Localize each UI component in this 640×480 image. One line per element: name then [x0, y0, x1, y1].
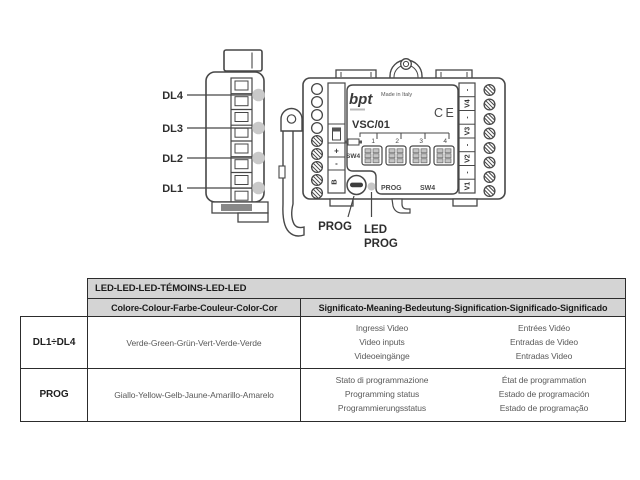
prog-led — [367, 182, 376, 191]
meaning-line: Programmierungsstatus — [337, 402, 427, 413]
terminal-minus-label: - — [335, 159, 338, 168]
meaning-line: Entrées Vidéo — [518, 323, 570, 334]
left-terminal-strip: + - B — [327, 82, 346, 194]
prog-led-callout-line2: PROG — [364, 238, 398, 250]
meaning-line: Entradas Video — [515, 350, 573, 361]
meaning-col-left: Stato di programmazione Programming stat… — [301, 374, 463, 415]
dl3-label: DL3 — [162, 123, 183, 135]
row-dl1-dl4-meaning: Ingressi Video Video inputs Videoeingäng… — [300, 316, 626, 370]
ce-mark: CE — [434, 106, 456, 120]
device-diagram: DL4 DL3 DL2 DL1 — [162, 49, 506, 250]
meaning-line: Video inputs — [359, 336, 405, 347]
prog-silk-label: PROG — [381, 185, 402, 192]
terminal-v1-label: V1 — [465, 182, 472, 191]
terminal-label: - — [465, 143, 472, 146]
terminal-v4-label: V4 — [465, 99, 472, 108]
bpt-logo: bpt — [349, 91, 373, 108]
col-header-color: Colore-Colour-Farbe-Couleur-Color-Cor — [87, 297, 302, 318]
terminal-v3-label: V3 — [465, 127, 472, 136]
terminal-label: - — [465, 88, 472, 91]
made-in-italy-label: Made in Italy — [381, 92, 412, 98]
face-panel — [346, 84, 459, 195]
led-callouts: DL4 DL3 DL2 DL1 — [162, 90, 252, 195]
connector-number-4: 4 — [443, 138, 447, 145]
dl4-label: DL4 — [162, 90, 184, 102]
model-label: VSC/01 — [352, 119, 390, 131]
led-dl1 — [252, 181, 265, 195]
terminal-plus-label: + — [334, 147, 339, 156]
mounting-clip — [278, 107, 305, 237]
terminal-screws-left — [310, 82, 324, 200]
col-header-meaning: Significato-Meaning-Bedeutung-Significat… — [300, 297, 626, 318]
bottom-hook — [391, 198, 411, 214]
mount-hole — [400, 58, 412, 70]
connector-number-2: 2 — [395, 138, 399, 145]
bottom-tab-right — [452, 198, 478, 207]
led-dl3 — [252, 121, 265, 135]
prog-button-slot — [350, 182, 363, 188]
led-table: LED-LED-LED-TÉMOINS-LED-LED Colore-Colou… — [20, 278, 628, 424]
prog-led-callout-line1: LED — [364, 224, 387, 236]
meaning-line: Stato di programmazione — [335, 375, 429, 386]
led-dl2 — [252, 151, 265, 165]
row-dl1-dl4-led: DL1÷DL4 — [20, 316, 88, 370]
prog-callouts: PROG LED PROG — [318, 192, 398, 250]
terminal-v2-label: V2 — [465, 154, 472, 163]
dl1-label: DL1 — [162, 183, 183, 195]
meaning-line: Videoeingänge — [354, 350, 410, 361]
table-title: LED-LED-LED-TÉMOINS-LED-LED — [87, 278, 626, 299]
sw4-silk-label: SW4 — [420, 185, 435, 192]
meaning-line: Estado de programação — [499, 402, 589, 413]
row-prog-led: PROG — [20, 368, 88, 422]
meaning-line: Programming status — [344, 388, 420, 399]
row-dl1-dl4-color: Verde-Green-Grün-Vert-Verde-Verde — [86, 316, 302, 370]
row-prog-color: Giallo-Yellow-Gelb-Jaune-Amarillo-Amarel… — [86, 368, 302, 422]
meaning-line: État de programmation — [501, 375, 587, 386]
terminal-label: - — [465, 171, 472, 174]
meaning-col-left: Ingressi Video Video inputs Videoeingäng… — [301, 322, 463, 363]
connector-number-1: 1 — [371, 138, 375, 145]
small-print — [350, 108, 365, 111]
meaning-line: Ingressi Video — [355, 323, 409, 334]
side-top-tab — [223, 49, 263, 72]
meaning-col-right: État de programmation Estado de programa… — [463, 374, 625, 415]
prog-button-callout-label: PROG — [318, 221, 352, 233]
main-unit: + - B - V4 - V3 - V2 - V1 — [302, 58, 506, 214]
dl2-label: DL2 — [162, 153, 183, 165]
sw4-side-label: SW4 — [346, 153, 360, 160]
meaning-line: Entradas de Video — [509, 336, 579, 347]
side-view-device — [205, 49, 269, 223]
bottom-tab-left — [329, 198, 354, 207]
right-terminal-strip: - V4 - V3 - V2 - V1 — [458, 82, 476, 194]
terminal-b-label: B — [330, 179, 339, 185]
connector-number-3: 3 — [419, 138, 423, 145]
terminal-label: - — [465, 116, 472, 119]
connector-bracket: 1 2 3 4 — [359, 132, 450, 145]
meaning-line: Estado de programación — [498, 388, 590, 399]
meaning-col-right: Entrées Vidéo Entradas de Video Entradas… — [463, 322, 625, 363]
led-dl4 — [252, 88, 265, 102]
row-prog-meaning: Stato di programmazione Programming stat… — [300, 368, 626, 422]
